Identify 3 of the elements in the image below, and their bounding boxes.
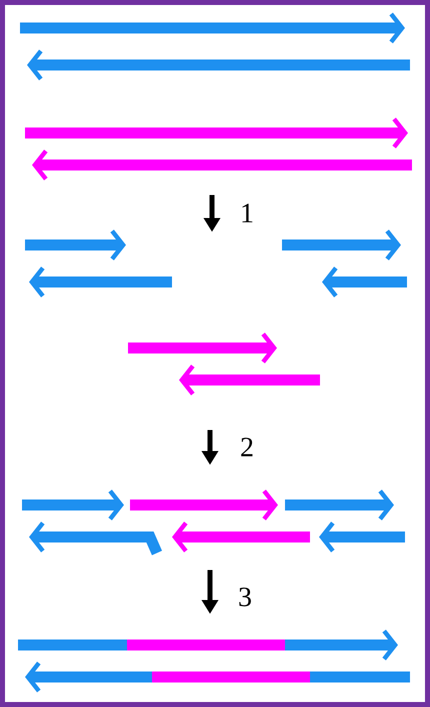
step-number: 1 [242,204,252,222]
step-number: 3 [239,588,251,606]
step-number: 2 [241,438,252,456]
